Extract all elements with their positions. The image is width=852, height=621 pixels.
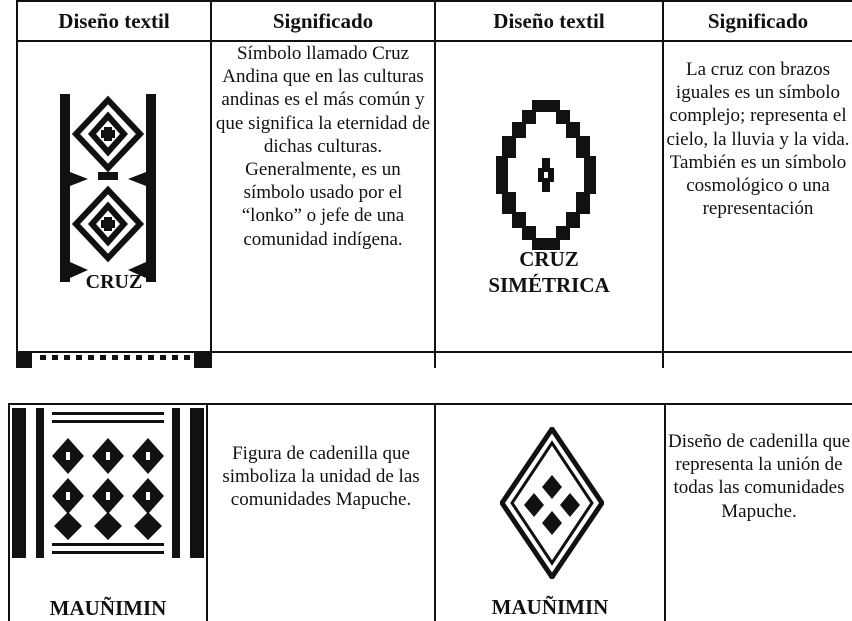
cruz-simetrica-label-line2: SIMÉTRICA	[488, 273, 610, 297]
header-diseno-textil-1: Diseño textil	[58, 9, 170, 33]
cut-off-pattern-icon	[18, 353, 210, 368]
header-significado-2: Significado	[707, 9, 809, 33]
mauñimin-meaning-1: Figura de cadenilla que simboliza la uni…	[222, 443, 420, 511]
bottom-table-top-border	[8, 403, 852, 405]
cruz-label: CRUZ	[85, 271, 143, 293]
bottom-col-border-2	[434, 403, 436, 621]
header-significado-1: Significado	[272, 9, 374, 33]
cruz-simetrica-label-line1: CRUZ	[519, 247, 579, 271]
mauñimin-band-pattern-icon	[12, 408, 204, 558]
col-border-1	[210, 0, 212, 368]
col-border-3	[662, 0, 664, 368]
bottom-col-border-0	[8, 403, 10, 621]
mauñimin-meaning-2: Diseño de cadenilla que representa la un…	[667, 431, 850, 522]
mauñimin-label-1: MAUÑIMIN	[49, 596, 167, 620]
header-diseno-textil-2: Diseño textil	[493, 9, 605, 33]
cruz-simetrica-pattern-icon	[496, 100, 596, 250]
col-border-2	[434, 0, 436, 368]
col-border-0	[16, 0, 18, 368]
mauñimin-diamond-pattern-icon	[500, 427, 604, 579]
bottom-col-border-3	[664, 403, 666, 621]
cruz-band-pattern-icon	[60, 94, 156, 282]
cruz-simetrica-meaning: La cruz con brazos iguales es un símbolo…	[666, 59, 850, 220]
mauñimin-label-2: MAUÑIMIN	[491, 595, 609, 619]
cruz-meaning: Símbolo llamado Cruz Andina que en las c…	[215, 43, 431, 250]
bottom-col-border-1	[206, 403, 208, 621]
